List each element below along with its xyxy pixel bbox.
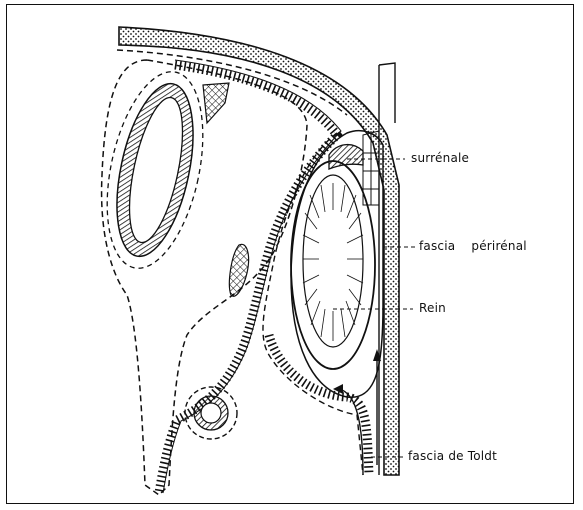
label-fascia-perirenal: fascia périrénal — [419, 239, 527, 253]
crosshatched-vessel-middle — [229, 244, 248, 296]
label-fascia-toldt: fascia de Toldt — [408, 449, 497, 463]
kidney-striations — [303, 183, 363, 341]
figure-frame: surrénale fascia périrénal Rein fascia d… — [6, 4, 574, 504]
label-rein: Rein — [419, 301, 446, 315]
crosshatched-patch-top — [203, 83, 229, 123]
anatomy-diagram — [7, 5, 574, 504]
small-vessel-lumen — [201, 403, 221, 423]
posterior-wall-top — [379, 63, 395, 123]
kidney-dashed-contour — [263, 133, 363, 475]
left-loop-outline — [102, 60, 307, 495]
label-surrenale: surrénale — [411, 151, 469, 165]
